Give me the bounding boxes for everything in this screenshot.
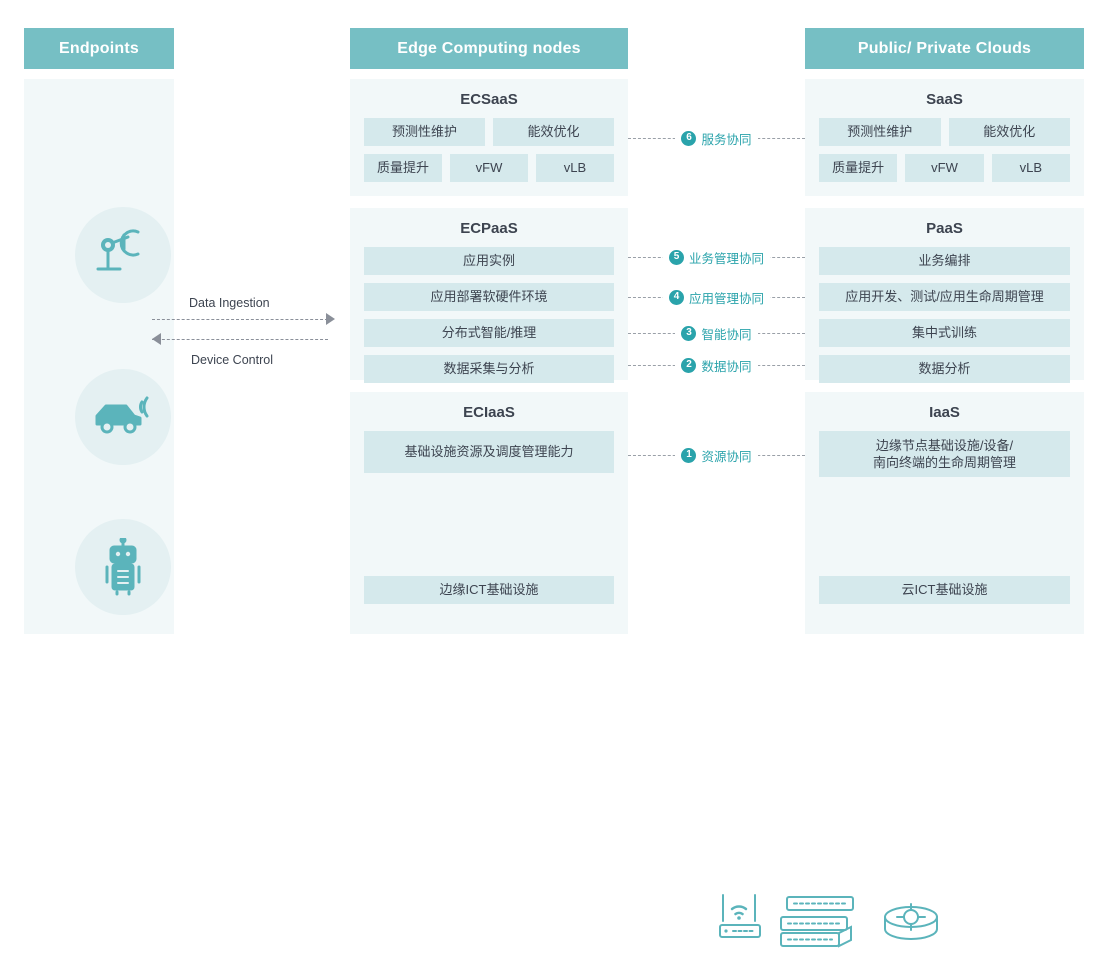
connector-service-collaboration: 6 服务协同 (628, 127, 805, 149)
cloud-iaas-title: IaaS (929, 404, 960, 421)
cloud-paas-cell: 集中式训练 (819, 319, 1070, 347)
connector-intelligence-collaboration: 3 智能协同 (628, 322, 805, 344)
connector-label: 应用管理协同 (688, 291, 764, 306)
edge-saas-cell: 质量提升 (364, 154, 442, 182)
data-ingestion-label: Data Ingestion (189, 296, 270, 310)
cloud-iaas-panel: IaaS 边缘节点基础设施/设备/ 南向终端的生命周期管理 (805, 392, 1084, 634)
edge-paas-cell: 应用实例 (364, 247, 614, 275)
edge-paas-row: 应用实例 (350, 247, 628, 283)
connector-pill: 6 服务协同 (675, 128, 758, 148)
cloud-paas-title: PaaS (926, 220, 963, 237)
edge-saas-cell: 能效优化 (493, 118, 614, 146)
connector-resource-collaboration: 1 资源协同 (628, 444, 805, 466)
edge-paas-title: ECPaaS (460, 220, 518, 237)
column-header-edge-label: Edge Computing nodes (397, 39, 581, 57)
edge-iaas-capability: 基础设施资源及调度管理能力 (364, 431, 614, 473)
device-control-arrow (152, 339, 328, 340)
edge-saas-row-1: 预测性维护 能效优化 (350, 118, 628, 154)
cloud-iaas-capability-line2: 南向终端的生命周期管理 (872, 454, 1016, 470)
connector-number: 2 (681, 357, 697, 373)
edge-saas-cell: vFW (450, 154, 528, 182)
edge-iaas-panel: ECIaaS 基础设施资源及调度管理能力 (350, 392, 938, 948)
cloud-saas-cell: 质量提升 (819, 154, 898, 182)
device-control-label: Device Control (191, 353, 273, 367)
edge-saas-row-2: 质量提升 vFW vLB (350, 154, 628, 190)
connector-label: 资源协同 (701, 449, 752, 464)
edge-saas-cell: 预测性维护 (364, 118, 485, 146)
connector-application-management-collaboration: 4 应用管理协同 (628, 286, 805, 308)
connected-vehicle-icon (75, 369, 171, 465)
edge-paas-row: 数据采集与分析 (350, 355, 628, 391)
connector-number: 4 (668, 289, 684, 305)
column-header-endpoints-label: Endpoints (58, 39, 139, 57)
data-ingestion-arrow (152, 319, 328, 320)
endpoints-panel (24, 79, 174, 634)
edge-saas-panel: ECSaaS 预测性维护 能效优化 质量提升 vFW vLB (350, 79, 628, 196)
connector-label: 服务协同 (701, 132, 752, 147)
cloud-iaas-capability: 边缘节点基础设施/设备/ 南向终端的生命周期管理 (819, 431, 1070, 477)
cloud-saas-row-2: 质量提升 vFW vLB (805, 154, 1084, 190)
edge-paas-cell: 分布式智能/推理 (364, 319, 614, 347)
edge-paas-cell: 数据采集与分析 (364, 355, 614, 383)
cloud-saas-cell: vLB (991, 154, 1070, 182)
connector-pill: 5 业务管理协同 (662, 247, 770, 267)
edge-paas-row: 分布式智能/推理 (350, 319, 628, 355)
column-header-endpoints: Endpoints (24, 28, 174, 69)
cloud-paas-row: 业务编排 (805, 247, 1084, 283)
cloud-saas-row-1: 预测性维护 能效优化 (805, 118, 1084, 154)
edge-iaas-footer-row: 边缘ICT基础设施 (364, 576, 614, 604)
cloud-paas-row: 数据分析 (805, 355, 1084, 391)
connector-pill: 3 智能协同 (675, 323, 758, 343)
connector-label: 智能协同 (701, 327, 752, 342)
device-control-arrowhead (152, 333, 161, 345)
cloud-saas-title: SaaS (926, 91, 963, 108)
edge-iaas-capability-row: 基础设施资源及调度管理能力 (350, 431, 628, 481)
robotic-arm-icon (75, 207, 171, 303)
connector-pill: 1 资源协同 (675, 445, 758, 465)
connector-pill: 2 数据协同 (675, 355, 758, 375)
edge-paas-cell: 应用部署软硬件环境 (364, 283, 614, 311)
connector-label: 业务管理协同 (688, 251, 764, 266)
connector-number: 6 (681, 130, 697, 146)
cloud-paas-cell: 业务编排 (819, 247, 1070, 275)
cloud-paas-panel: PaaS 业务编排 应用开发、测试/应用生命周期管理 集中式训练 数据分析 (805, 208, 1084, 383)
cloud-saas-cell: 能效优化 (948, 118, 1070, 146)
edge-paas-panel: ECPaaS 应用实例 应用部署软硬件环境 分布式智能/推理 数据采集与分析 (350, 208, 628, 383)
cloud-saas-cell: vFW (905, 154, 984, 182)
edge-iaas-title: ECIaaS (463, 404, 515, 421)
connector-label: 数据协同 (701, 359, 752, 374)
connector-data-collaboration: 2 数据协同 (628, 354, 805, 376)
cloud-paas-cell: 应用开发、测试/应用生命周期管理 (819, 283, 1070, 311)
cloud-saas-cell: 预测性维护 (819, 118, 941, 146)
connector-number: 5 (668, 249, 684, 265)
cloud-paas-row: 应用开发、测试/应用生命周期管理 (805, 283, 1084, 319)
edge-saas-title: ECSaaS (460, 91, 518, 108)
cloud-paas-cell: 数据分析 (819, 355, 1070, 383)
cloud-iaas-footer-row: 云ICT基础设施 (819, 576, 1070, 604)
edge-saas-cell: vLB (536, 154, 614, 182)
column-header-edge: Edge Computing nodes (350, 28, 628, 69)
connector-number: 1 (681, 447, 697, 463)
edge-network-illustration (715, 887, 963, 957)
edge-paas-row: 应用部署软硬件环境 (350, 283, 628, 319)
diagram-canvas: Endpoints Edge Computing nodes Public/ P… (24, 28, 1084, 948)
humanoid-robot-icon (75, 519, 171, 615)
column-header-clouds: Public/ Private Clouds (805, 28, 1084, 69)
connector-business-management-collaboration: 5 业务管理协同 (628, 246, 805, 268)
connector-pill: 4 应用管理协同 (662, 287, 770, 307)
data-ingestion-arrowhead (326, 313, 335, 325)
column-header-clouds-label: Public/ Private Clouds (857, 39, 1032, 57)
connector-number: 3 (681, 325, 697, 341)
cloud-iaas-capability-line1: 边缘节点基础设施/设备/ (875, 437, 1014, 453)
cloud-paas-row: 集中式训练 (805, 319, 1084, 355)
cloud-iaas-footer: 云ICT基础设施 (819, 576, 1070, 604)
cloud-saas-panel: SaaS 预测性维护 能效优化 质量提升 vFW vLB (805, 79, 1084, 196)
cloud-iaas-capability-row: 边缘节点基础设施/设备/ 南向终端的生命周期管理 (805, 431, 1084, 485)
edge-iaas-footer: 边缘ICT基础设施 (364, 576, 614, 604)
